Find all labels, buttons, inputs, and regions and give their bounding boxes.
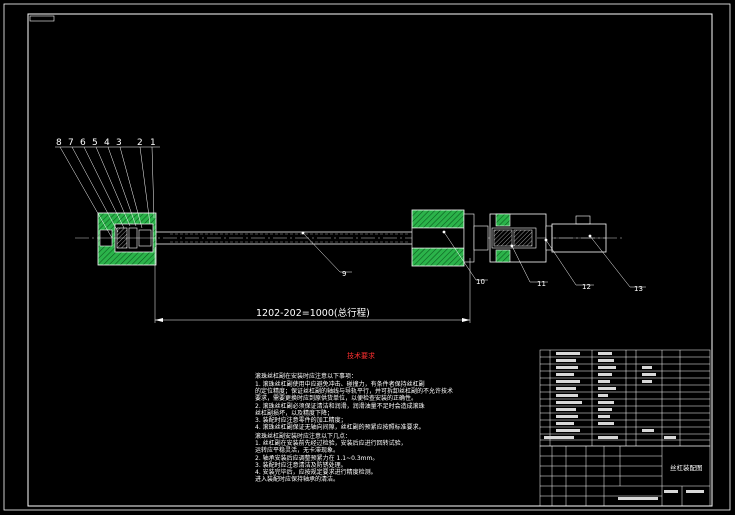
servo-motor [551, 215, 607, 253]
balloon-8: 8 [56, 138, 62, 148]
note-line: 滚珠丝杠副在安装时应注意以下事项： [255, 372, 357, 380]
parts-list-fill [544, 352, 676, 439]
note-line: 3. 装配时应注意零件的加工精度； [255, 416, 347, 424]
title-block [539, 445, 711, 507]
title-block-fill [618, 490, 704, 500]
note-line: 丝杠副损坏，以及精度下降； [255, 409, 333, 417]
left-bearing-assembly [97, 212, 157, 266]
sheet-corner-mark [29, 15, 55, 22]
note-line: 1. 滚珠丝杠副使用中应避免冲击、碰撞力，有条件者保持丝杠副 [255, 380, 425, 388]
note-line: 滚珠丝杠副安装时应注意以下几点： [255, 432, 351, 440]
stroke-dimension: 1202-202=1000(总行程) [154, 247, 471, 323]
balloon-4: 4 [104, 138, 110, 148]
balloon-13: 13 [634, 285, 643, 293]
note-line: 4. 滚珠丝杠副保证无轴向间隙，丝杠副的预紧应按照标准要求。 [255, 423, 425, 431]
note-line: 的定位精度；保证丝杠副的轴线与导轨平行，并可拆卸丝杠副的不允许技术 [255, 387, 453, 395]
note-line: 运转应平稳灵活，无卡滞现象。 [255, 446, 339, 454]
balloon-6: 6 [80, 138, 86, 148]
notes-title: 技术要求 [347, 351, 375, 360]
balloon-9: 9 [342, 270, 346, 278]
drawing-name: 丝杠装配图 [670, 463, 703, 472]
left-balloon-numbers: 8 7 6 5 4 3 2 1 [56, 138, 156, 148]
balloon-11: 11 [537, 280, 546, 288]
inner-drawing-frame [27, 13, 713, 507]
balloon-10: 10 [476, 278, 485, 286]
ball-screw-shaft [156, 231, 412, 245]
leader-dots [301, 230, 592, 248]
note-line: 4. 安装完毕后，应按规定要求进行精度检测。 [255, 468, 377, 476]
balloon-5: 5 [92, 138, 98, 148]
outer-sheet-border [3, 3, 731, 511]
balloon-12: 12 [582, 283, 591, 291]
note-line: 1. 丝杠副在安装前先经过检验，安装后应进行回转试验， [255, 439, 407, 447]
balloon-1: 1 [150, 138, 156, 148]
nut-housing [411, 209, 475, 267]
callout-numbers: 9 10 11 12 13 [342, 270, 643, 293]
dimension-label: 1202-202=1000(总行程) [256, 307, 370, 319]
note-line: 2. 轴承安装后应调整预紧力在 1.1~0.3mm。 [255, 454, 378, 462]
balloon-2: 2 [137, 138, 143, 148]
note-line: 3. 装配时应注意清洁及防锈处理。 [255, 461, 347, 469]
note-line: 2. 滚珠丝杠副必须保证清洁和润滑，润滑油量不足时会造成滚珠 [255, 402, 425, 410]
note-line: 要求，需要更换时应到原供货单位，以便检查安装的正确性。 [255, 394, 417, 402]
balloon-7: 7 [68, 138, 74, 148]
left-leader-lines [55, 146, 160, 239]
technical-notes: 技术要求 滚珠丝杠副在安装时应注意以下事项： 1. 滚珠丝杠副使用中应避免冲击、… [255, 351, 453, 483]
balloon-3: 3 [116, 138, 122, 148]
callout-leader-lines [302, 231, 646, 288]
right-bearing-assembly [473, 213, 553, 263]
parts-list-table [539, 349, 711, 447]
note-line: 进入装配时应保持轴承的清洁。 [255, 475, 339, 483]
